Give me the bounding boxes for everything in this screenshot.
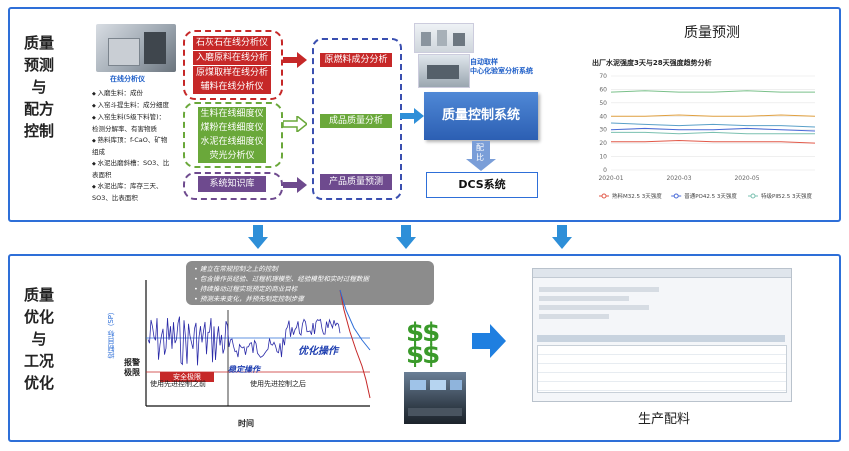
apc-notes-box: • 建立在常规控制之上的控制 • 包含操作员经验、过程机理模型、经验模型和实时过…	[186, 261, 434, 305]
red-arrow-icon	[283, 52, 307, 68]
note-item: • 包含操作员经验、过程机理模型、经验模型和实时过程数据	[194, 275, 369, 283]
y-tick-label: 40	[599, 113, 607, 120]
auto-sampling-label: 自动取样 中心化验室分析系统	[470, 58, 533, 75]
right-arrow-icon	[472, 324, 506, 358]
green-arrow-icon	[283, 116, 307, 132]
purple-arrow-icon	[283, 177, 307, 193]
series-line	[611, 131, 815, 135]
setpoint-label: 控制目标（SP）	[107, 308, 115, 359]
list-item: 水泥出磨斜槽：SO3、比表面积	[92, 158, 170, 181]
bottom-side-title: 质量 优化 与 工况 优化	[24, 286, 55, 392]
fineness-box: 荧光分析仪	[198, 149, 266, 163]
note-item: • 建立在常规控制之上的控制	[194, 265, 278, 273]
series-line	[611, 139, 816, 144]
legend-marker	[673, 193, 679, 199]
alarm-limit-label: 报警极限	[124, 358, 140, 377]
legend-label: 普通PO42.5 3天强度	[684, 192, 737, 200]
fineness-box: 水泥在线细度仪	[198, 135, 266, 149]
y-tick-label: 60	[599, 86, 607, 93]
analyzer-box: 入磨原料在线分析仪	[193, 51, 271, 77]
y-tick-label: 20	[599, 140, 607, 147]
note-item: • 预测未来变化，并预先制定控制步骤	[194, 295, 304, 303]
list-item: 熟料库顶：f-CaO、矿物组成	[92, 135, 170, 158]
process-control-chart	[145, 280, 371, 407]
series-line	[610, 127, 816, 132]
quality-control-system-box: 质量控制系统	[424, 92, 538, 140]
before-apc-label: 使用先进控制之前	[150, 380, 206, 388]
down-arrow-icon	[466, 141, 496, 171]
stable-operation-label: 稳定操作	[228, 365, 260, 374]
list-item: 入窑生料(5级下料管)：检测分解率、有害物质	[92, 112, 170, 135]
down-arrow-icon	[396, 225, 416, 249]
after-apc-label: 使用先进控制之后	[250, 380, 306, 388]
note-item: • 持续推动过程实现预定的商业目标	[194, 285, 298, 293]
fineness-box: 煤粉在线细度仪	[198, 121, 266, 135]
strength-trend-chart: 0 10 20 30 40 50 60 70 2020-01 2020-03 2020-05 熟料M3…	[598, 73, 816, 200]
x-tick-label: 2020-01	[598, 175, 623, 182]
raw-analyzer-group	[183, 30, 283, 100]
series-line	[611, 114, 816, 117]
raw-material-analysis-box: 原燃料成分分析	[320, 53, 392, 67]
top-side-title: 质量 预测 与 配方 控制	[24, 34, 55, 140]
batching-screenshot	[532, 268, 792, 402]
time-axis-label: 时间	[238, 419, 254, 428]
fineness-analyzer-group	[183, 102, 283, 168]
blue-arrow-icon	[400, 108, 424, 124]
forecast-title: 质量预测	[684, 25, 740, 41]
x-tick-label: 2020-03	[666, 175, 691, 182]
list-item: 入磨生料：成份	[92, 88, 170, 100]
series-line	[610, 90, 815, 93]
legend-marker	[750, 193, 756, 199]
list-item: 水泥出库：库存三天、SO3、比表面积	[92, 181, 170, 204]
y-tick-label: 0	[603, 167, 607, 174]
analyzer-photo	[96, 24, 176, 72]
y-tick-label: 30	[599, 127, 607, 134]
analyzer-box: 辅料在线分析仪	[193, 80, 271, 94]
dollar-icon: $$$$	[406, 318, 440, 370]
product-quality-analysis-box: 成品质量分析	[320, 114, 392, 128]
lab-photo	[414, 23, 474, 53]
safety-limit-label: 安全极限	[160, 372, 214, 382]
control-room-photo	[404, 372, 466, 424]
y-tick-label: 70	[599, 73, 607, 80]
chart-title: 出厂水泥强度3天与28天强度趋势分析	[592, 59, 712, 67]
production-batching-label: 生产配料	[638, 412, 691, 427]
optimized-operation-label: 优化操作	[298, 346, 338, 357]
lab-photo	[418, 54, 470, 88]
down-arrow-icon	[552, 225, 572, 249]
y-tick-label: 10	[599, 154, 607, 161]
ratio-label: 配比	[476, 143, 484, 162]
y-tick-label: 50	[599, 100, 607, 107]
series-line	[610, 122, 816, 128]
x-tick-label: 2020-05	[734, 175, 759, 182]
analyzer-box: 石灰石在线分析仪	[193, 36, 271, 50]
analyzer-box: 原煤取样在线分析仪	[193, 66, 271, 92]
sampling-point-list: 入磨生料：成份 入窑斗提生料：成分细度 入窑生料(5级下料管)：检测分解率、有害…	[92, 88, 170, 204]
knowledge-group	[183, 172, 283, 200]
dcs-system-box: DCS系统	[426, 172, 538, 198]
legend-label: 熟料M32.5 3天强度	[612, 192, 662, 200]
down-arrow-icon	[248, 225, 268, 249]
analyzer-label: 在线分析仪	[110, 75, 145, 83]
legend-label: 特级PⅡ52.5 3天强度	[761, 192, 813, 200]
knowledge-box: 系统知识库	[198, 176, 266, 192]
fineness-box: 生料在线细度仪	[198, 107, 266, 121]
quality-prediction-box: 产品质量预测	[320, 174, 392, 190]
legend-marker	[601, 193, 607, 199]
list-item: 入窑斗提生料：成分细度	[92, 100, 170, 112]
